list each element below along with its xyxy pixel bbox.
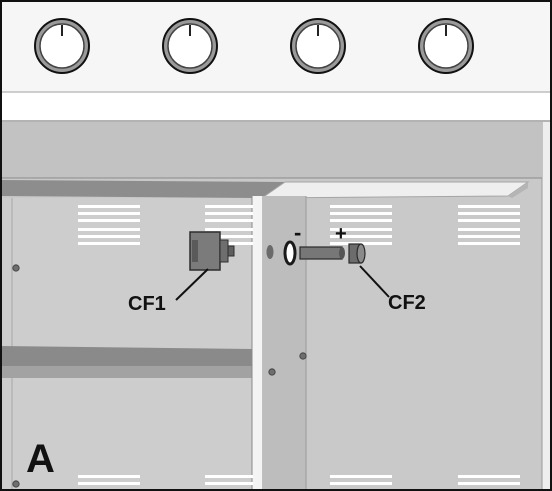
vent-slot — [458, 482, 520, 485]
screw — [299, 352, 307, 360]
cf1-leader-line — [175, 268, 209, 301]
control-knob-2 — [162, 18, 218, 74]
cf2-label: CF2 — [388, 292, 426, 314]
vent-slot — [205, 475, 253, 478]
vent-slot — [330, 205, 392, 208]
vent-slot — [205, 482, 253, 485]
trim-strip — [0, 93, 552, 121]
right-top-tray-lip — [508, 182, 528, 198]
vent-slot — [330, 212, 392, 215]
control-knob-4-face — [423, 23, 469, 69]
cf2-leader-line — [359, 265, 390, 298]
view-label: A — [26, 437, 55, 481]
control-knob-3 — [290, 18, 346, 74]
vent-slot — [78, 228, 140, 231]
right-side-panel — [542, 122, 552, 491]
vent-slot — [78, 475, 140, 478]
polarity-minus-label: - — [294, 220, 301, 245]
screw — [268, 368, 276, 376]
vent-slot — [330, 475, 392, 478]
control-knob-4 — [418, 18, 474, 74]
vent-slot — [330, 235, 392, 238]
vent-slot — [458, 475, 520, 478]
screw — [12, 264, 20, 272]
cf2-component — [283, 240, 366, 266]
vent-slot — [78, 212, 140, 215]
vent-slot — [458, 219, 520, 222]
middle-shelf — [0, 346, 252, 369]
vent-slot — [205, 212, 253, 215]
mounting-hole — [266, 245, 274, 259]
vent-slot — [78, 205, 140, 208]
cf1-component — [189, 231, 235, 271]
vent-slot — [458, 242, 520, 245]
side-wall — [263, 196, 306, 491]
middle-shelf-front — [0, 366, 252, 378]
polarity-plus-label: + — [335, 223, 347, 245]
vent-slot — [78, 482, 140, 485]
control-knob-1 — [34, 18, 90, 74]
vent-slot — [78, 219, 140, 222]
vent-slot — [330, 219, 392, 222]
left-top-shelf — [0, 180, 285, 198]
knob-row — [34, 18, 474, 74]
vent-slot — [458, 205, 520, 208]
vent-slot — [205, 242, 253, 245]
control-knob-2-face — [167, 23, 213, 69]
screw — [12, 480, 20, 488]
vent-slot — [458, 228, 520, 231]
vent-slot — [330, 482, 392, 485]
vent-slot — [78, 242, 140, 245]
vent-slot — [205, 228, 253, 231]
right-top-tray — [260, 181, 530, 199]
vent-slot — [78, 235, 140, 238]
vent-slot — [330, 228, 392, 231]
vent-slot — [205, 219, 253, 222]
vent-slot — [458, 212, 520, 215]
vent-slots — [78, 205, 520, 485]
vent-slot — [205, 235, 253, 238]
control-knob-3-face — [295, 23, 341, 69]
cf1-label: CF1 — [128, 293, 166, 315]
vent-slot — [205, 205, 253, 208]
divider-post — [252, 196, 263, 491]
upper-fascia — [0, 122, 542, 178]
vent-slot — [458, 235, 520, 238]
control-knob-1-face — [39, 23, 85, 69]
screw-heads — [12, 264, 307, 488]
